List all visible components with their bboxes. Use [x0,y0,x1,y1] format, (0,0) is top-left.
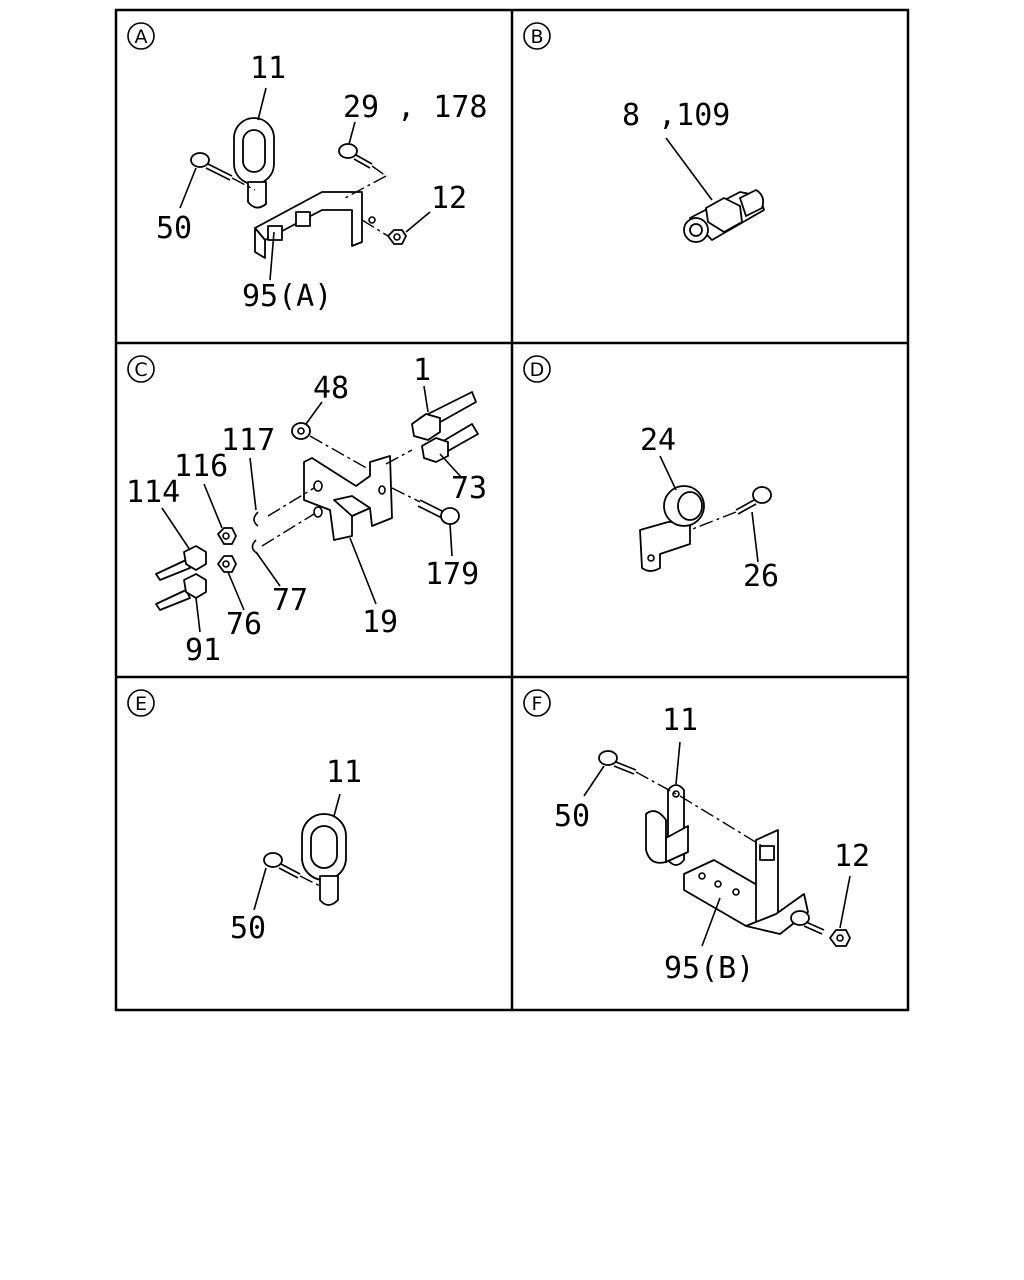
bolt-12-part [790,910,825,935]
callout-f-11: 11 [662,703,698,738]
bolt-26-part [735,486,772,515]
panel-b-letter-text: B [530,26,543,48]
bracket-19-part [303,455,393,541]
panel-d-letter-text: D [530,359,545,381]
callout-a-50: 50 [156,211,192,246]
callout-c-77: 77 [272,583,308,618]
clamp-11-part [301,813,347,906]
bracket-part [254,191,376,259]
panel-c: C [126,353,487,668]
cable-end-91-part [155,573,207,611]
callout-c-1: 1 [413,353,431,388]
callout-c-19: 19 [362,605,398,640]
callout-c-91: 91 [185,633,221,668]
callout-f-50: 50 [554,799,590,834]
callout-d-24: 24 [640,423,676,458]
nut-76-part [217,555,237,573]
nut-12-part [829,929,851,947]
callout-c-73: 73 [451,471,487,506]
nut-116-part [217,527,237,545]
panel-f-letter-text: F [532,693,543,715]
panel-f: F [523,689,870,986]
panel-f-letter: F [523,689,551,717]
clip-77-part [251,539,259,555]
panel-a-letter-text: A [135,26,148,48]
callout-c-48: 48 [313,371,349,406]
cable-1-part [411,391,477,441]
bolt-50-part [263,852,301,879]
panel-e-letter: E [127,689,155,717]
panel-c-letter: C [127,355,155,383]
callout-d-26: 26 [743,559,779,594]
callout-a-29-178: 29 , 178 [343,90,488,125]
callout-c-117: 117 [221,423,275,458]
fitting-part [683,189,765,243]
cable-end-114-part [155,545,207,581]
clip-117-part [253,511,259,527]
callout-a-95a: 95(A) [242,279,332,314]
callout-c-114: 114 [126,475,180,510]
callout-e-11: 11 [326,755,362,790]
callout-f-95b: 95(B) [664,951,754,986]
panel-a-letter: A [127,22,155,50]
bolt-50-part [190,152,233,181]
callout-c-76: 76 [226,607,262,642]
panel-a: A [127,22,488,314]
panel-b: B 8 ,109 [523,22,765,243]
callout-b-8-109: 8 ,109 [622,98,730,133]
panel-c-letter-text: C [134,359,147,381]
nut-12-part [387,229,407,245]
clamp-part [233,117,275,209]
panel-grid [114,8,910,1012]
callout-f-12: 12 [834,839,870,874]
bolt-29-part [338,143,373,169]
bracket-95b-part [683,829,809,935]
callout-a-11: 11 [250,51,286,86]
panel-d-letter: D [523,355,551,383]
panel-d: D 24 26 [523,355,779,594]
callout-a-12: 12 [431,181,467,216]
panel-b-letter: B [523,22,551,50]
clamp-11-part [645,784,689,866]
callout-c-116: 116 [174,449,228,484]
bolt-50-part [598,750,637,775]
clamp-24-part [639,485,705,572]
panel-e-letter-text: E [135,693,147,715]
callout-e-50: 50 [230,911,266,946]
callout-c-179: 179 [425,557,479,592]
washer-48-part [291,422,311,440]
panel-e: E 11 50 [127,689,362,946]
